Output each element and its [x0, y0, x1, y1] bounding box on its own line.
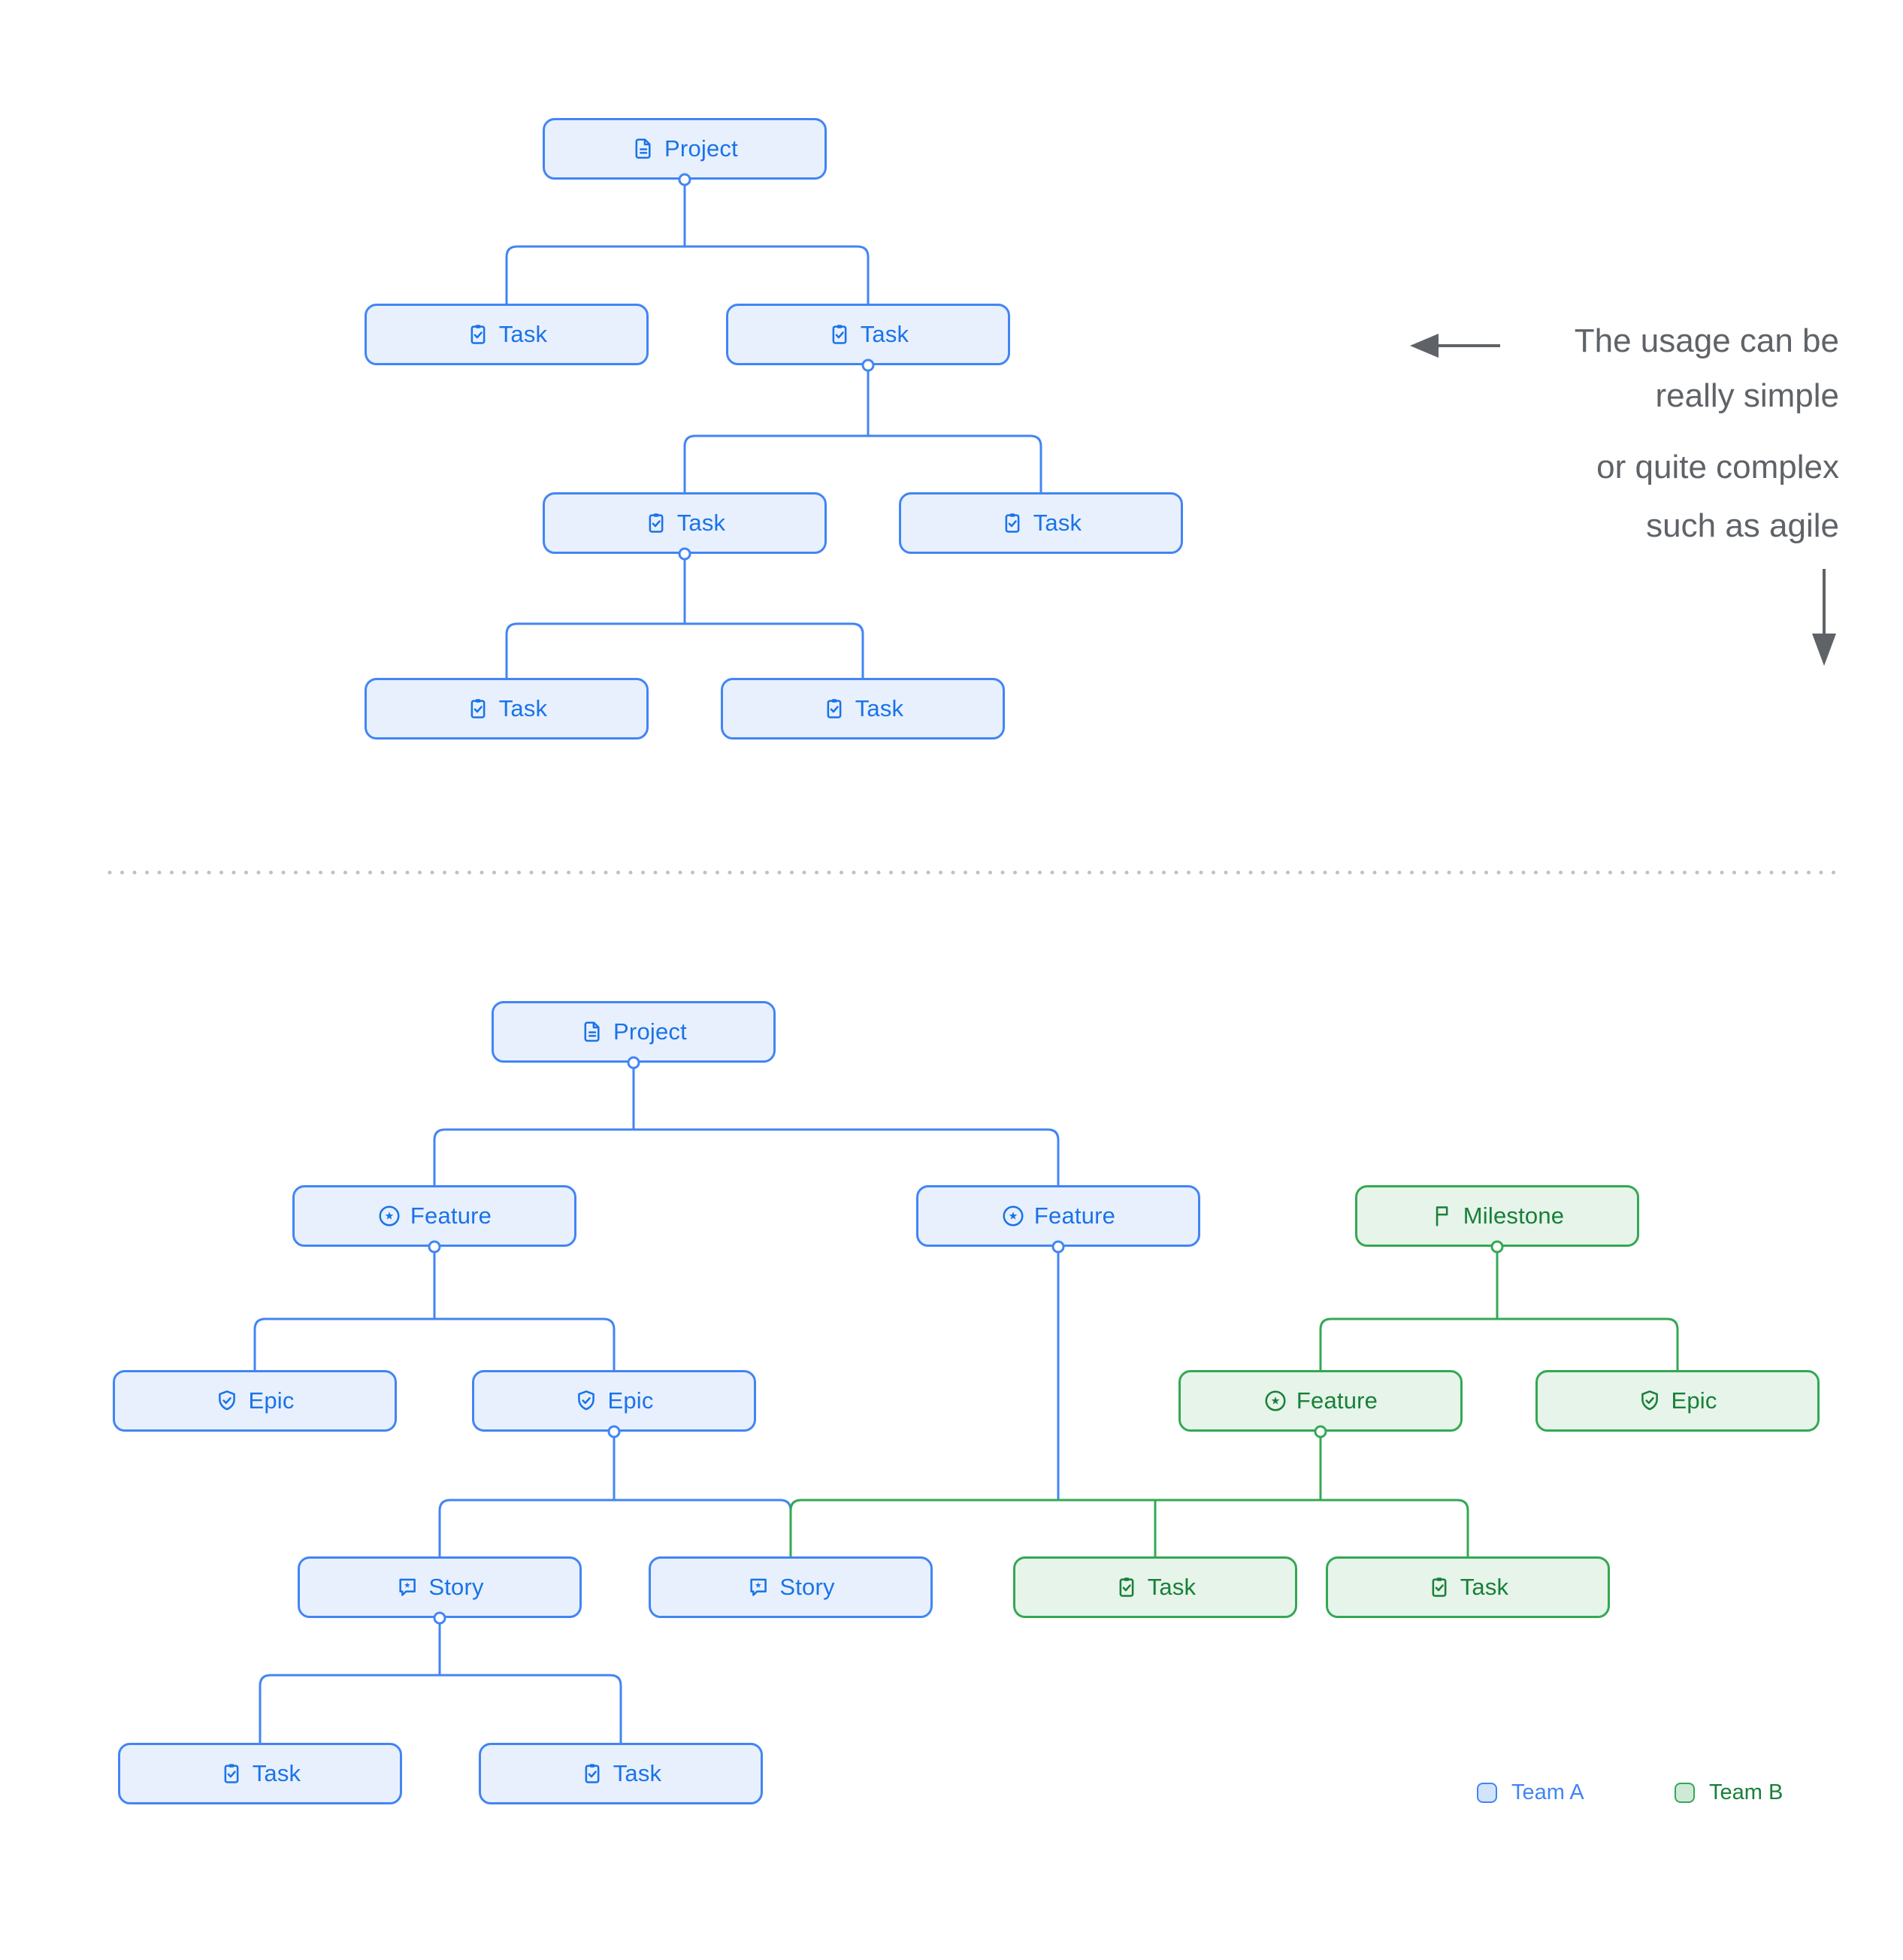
node-label: Task — [613, 1760, 662, 1786]
node-task-simple-4: Task — [899, 492, 1183, 554]
node-feature-1: Feature — [292, 1185, 576, 1247]
annotation-line: really simple — [1655, 377, 1839, 414]
node-label: Epic — [248, 1387, 295, 1414]
node-label: Task — [860, 321, 909, 347]
epic-shield-icon — [1638, 1389, 1662, 1413]
project-icon — [631, 137, 655, 161]
annotation-line: or quite complex — [1596, 449, 1839, 485]
node-epic-1: Epic — [113, 1370, 397, 1432]
epic-shield-icon — [574, 1389, 598, 1413]
node-label: Task — [676, 510, 726, 536]
legend-label: Team A — [1511, 1780, 1584, 1804]
node-feature-3: Feature — [1178, 1370, 1463, 1432]
legend-team-b: Team B — [1675, 1780, 1783, 1805]
node-label: Story — [779, 1574, 835, 1600]
node-task-simple-3: Task — [543, 492, 827, 554]
node-label: Feature — [410, 1202, 492, 1229]
team-a-swatch — [1477, 1783, 1497, 1803]
node-task-simple-1: Task — [365, 304, 649, 365]
node-label: Project — [613, 1018, 687, 1045]
annotation-line: such as agile — [1646, 507, 1839, 544]
node-feature-2: Feature — [916, 1185, 1200, 1247]
team-b-swatch — [1675, 1783, 1695, 1803]
epic-shield-icon — [215, 1389, 239, 1413]
feature-icon — [377, 1204, 401, 1228]
task-icon — [219, 1762, 244, 1786]
node-task-green-2: Task — [1326, 1556, 1610, 1618]
task-icon — [1427, 1575, 1451, 1599]
story-bubble-icon — [395, 1575, 419, 1599]
node-label: Task — [252, 1760, 301, 1786]
feature-icon — [1263, 1389, 1287, 1413]
annotation-complex: or quite complex such as agile — [1596, 438, 1839, 555]
node-milestone: Milestone — [1355, 1185, 1639, 1247]
task-icon — [644, 511, 668, 535]
node-label: Epic — [607, 1387, 654, 1414]
node-task-blue-2: Task — [479, 1743, 763, 1804]
node-project-complex: Project — [492, 1001, 776, 1063]
task-icon — [466, 697, 490, 721]
task-icon — [822, 697, 846, 721]
task-icon — [1000, 511, 1024, 535]
node-label: Task — [1033, 510, 1082, 536]
annotation-simple: The usage can be really simple — [1575, 313, 1839, 423]
node-label: Task — [1147, 1574, 1197, 1600]
task-icon — [580, 1762, 604, 1786]
down-arrow-head — [1812, 634, 1836, 666]
milestone-flag-icon — [1430, 1204, 1454, 1228]
node-project-simple: Project — [543, 118, 827, 180]
node-label: Task — [1460, 1574, 1509, 1600]
task-icon — [827, 322, 852, 346]
task-icon — [466, 322, 490, 346]
project-icon — [580, 1020, 604, 1044]
node-label: Project — [664, 135, 738, 162]
task-icon — [1115, 1575, 1139, 1599]
node-task-simple-6: Task — [721, 678, 1005, 740]
simple-tree-connectors — [505, 185, 1042, 678]
node-epic-2: Epic — [472, 1370, 756, 1432]
node-story-2: Story — [649, 1556, 933, 1618]
left-arrow-head — [1410, 334, 1439, 358]
node-label: Milestone — [1463, 1202, 1565, 1229]
annotation-line: The usage can be — [1574, 322, 1839, 359]
story-bubble-icon — [746, 1575, 770, 1599]
node-label: Task — [498, 321, 548, 347]
legend-team-a: Team A — [1477, 1780, 1584, 1805]
node-label: Task — [855, 695, 904, 721]
node-label: Feature — [1296, 1387, 1378, 1414]
node-story-1: Story — [298, 1556, 582, 1618]
node-task-simple-2: Task — [726, 304, 1010, 365]
node-label: Task — [498, 695, 548, 721]
legend-label: Team B — [1709, 1780, 1783, 1804]
node-label: Feature — [1033, 1202, 1116, 1229]
node-epic-3: Epic — [1535, 1370, 1820, 1432]
node-task-green-1: Task — [1013, 1556, 1297, 1618]
node-label: Epic — [1671, 1387, 1717, 1414]
node-task-simple-5: Task — [365, 678, 649, 740]
node-label: Story — [428, 1574, 484, 1600]
feature-icon — [1001, 1204, 1025, 1228]
node-task-blue-1: Task — [118, 1743, 402, 1804]
